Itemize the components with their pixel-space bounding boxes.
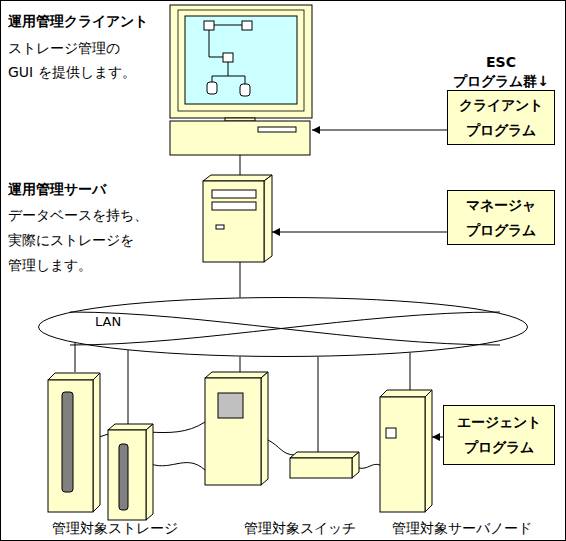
- connector: [240, 262, 241, 297]
- pc-drive-slot: [258, 127, 296, 132]
- connector: [75, 343, 76, 372]
- monitor-screen: [185, 16, 297, 104]
- screen-tree-lines: [209, 25, 245, 84]
- node-text: クライアント プログラム: [448, 93, 554, 143]
- program-box: マネージャ プログラム: [447, 190, 555, 245]
- managed-server-node: 管理対象サーバノード: [380, 390, 432, 512]
- node-text: ストレージ管理の GUI を提供します。: [8, 36, 141, 84]
- connector: [318, 357, 319, 452]
- program-box: クライアント プログラム: [447, 90, 555, 145]
- server-node-side: [425, 390, 432, 512]
- cable: [359, 464, 380, 468]
- server-side: [264, 175, 272, 262]
- node-text: 運用管理サーバ: [8, 179, 168, 199]
- server-bay: [212, 190, 256, 198]
- lan-network: LAN: [38, 297, 528, 357]
- cable: [268, 440, 295, 455]
- node-text: 管理対象ストレージ: [35, 519, 195, 537]
- connector: [410, 353, 411, 390]
- connector: [272, 232, 447, 233]
- pc-body: [170, 121, 310, 155]
- server-node-panel: [386, 428, 396, 438]
- lan-curve: [70, 312, 500, 345]
- lan-ellipse-outline: [39, 298, 528, 357]
- screen-tree-box: [204, 21, 214, 30]
- storage-top: [108, 424, 153, 430]
- storage-front: [48, 380, 93, 512]
- node-text: データベースを持ち、 実際にストレージを 管理します。: [8, 203, 158, 278]
- node-text: 運用管理クライアント: [8, 11, 166, 31]
- manager-server: 運用管理サーバデータベースを持ち、 実際にストレージを 管理します。: [203, 175, 272, 262]
- server-panel: [218, 393, 243, 418]
- server-bay: [212, 202, 256, 210]
- storage-slot: [62, 392, 73, 492]
- server-node-front: [380, 397, 425, 512]
- server-led: [216, 225, 224, 229]
- monitor-case: [170, 5, 312, 118]
- screen-tree-disk: [207, 82, 217, 94]
- cable: [146, 462, 205, 470]
- storage-side: [93, 373, 100, 512]
- connector: [312, 130, 447, 131]
- server-side: [261, 372, 268, 485]
- monitor-bezel: [178, 10, 304, 111]
- storage-slot: [119, 444, 128, 510]
- server-front: [203, 181, 264, 262]
- connector: [432, 437, 443, 438]
- node-text: LAN: [95, 314, 135, 330]
- lan-curve: [70, 312, 500, 345]
- storage-top: [48, 373, 100, 380]
- node-text: 管理対象サーバノード: [382, 519, 542, 537]
- screen-tree-box: [223, 53, 233, 62]
- storage-side: [146, 424, 153, 520]
- server-top: [205, 372, 268, 378]
- server-top: [203, 175, 272, 181]
- server-node-top: [380, 390, 432, 397]
- group-label: ESC プログラム群↓: [447, 53, 555, 91]
- node-text: エージェント プログラム: [444, 410, 554, 460]
- screen-tree-box: [242, 21, 252, 30]
- connector: [240, 155, 241, 175]
- server-front: [205, 378, 261, 485]
- node-text: 管理対象スイッチ: [220, 519, 380, 537]
- lan-drop: [128, 350, 129, 424]
- managed-switch: 管理対象スイッチ: [290, 452, 359, 478]
- switch-side: [352, 452, 359, 478]
- switch-top: [290, 452, 359, 458]
- switch-front: [290, 458, 352, 478]
- storage-front: [108, 430, 146, 520]
- lan-drop: [240, 357, 241, 373]
- client-pc: 運用管理クライアントストレージ管理の GUI を提供します。: [170, 5, 312, 155]
- program-box: エージェント プログラム: [443, 405, 555, 465]
- screen-tree-disk: [240, 84, 250, 96]
- node-text: マネージャ プログラム: [448, 193, 554, 243]
- managed-storage: 管理対象ストレージ: [48, 372, 155, 525]
